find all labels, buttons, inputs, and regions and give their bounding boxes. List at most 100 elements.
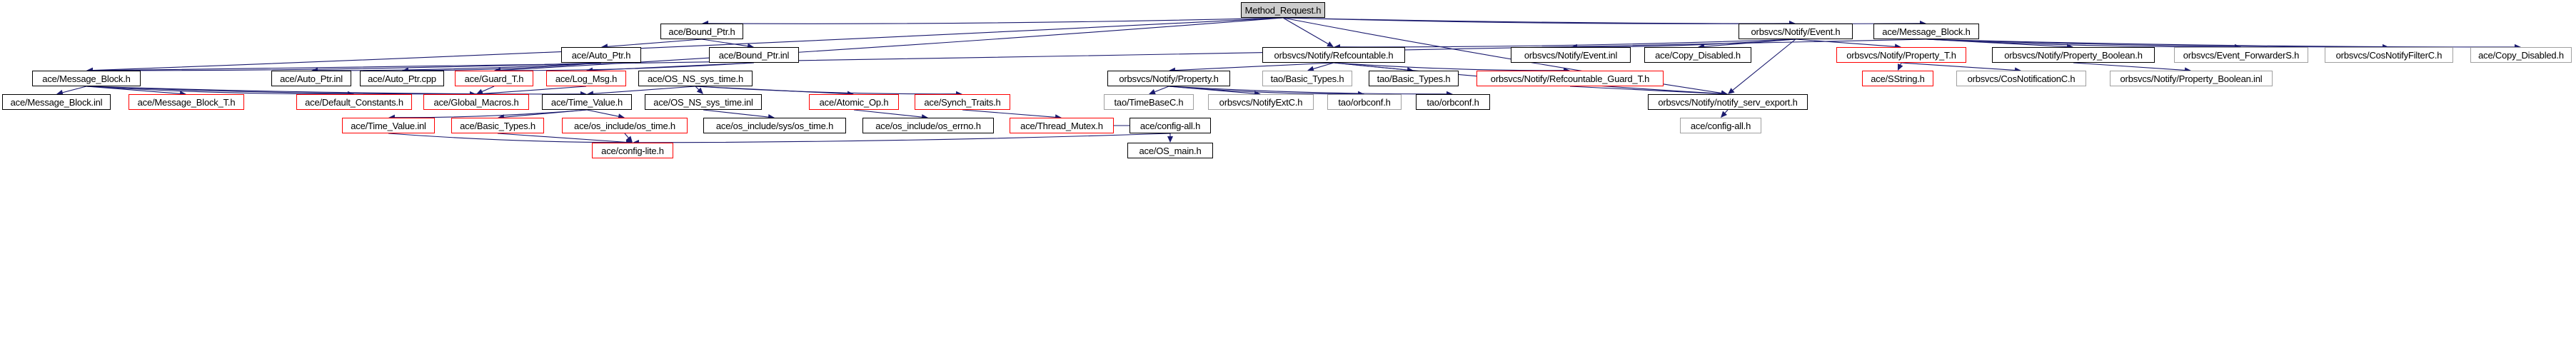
graph-node-label: ace/config-all.h (1690, 120, 1751, 131)
graph-node[interactable]: ace/Message_Block.h (32, 71, 141, 86)
graph-node[interactable]: orbsvcs/CosNotifyFilterC.h (2325, 47, 2453, 63)
graph-node[interactable]: ace/os_include/os_time.h (562, 118, 688, 133)
graph-node[interactable]: tao/orbconf.h (1327, 94, 1402, 110)
graph-node[interactable]: orbsvcs/Notify/Property_Boolean.h (1992, 47, 2155, 63)
graph-node[interactable]: ace/config-all.h (1129, 118, 1211, 133)
graph-node[interactable]: tao/Basic_Types.h (1262, 71, 1352, 86)
edge-arrowhead (1721, 111, 1728, 118)
graph-node[interactable]: tao/orbconf.h (1416, 94, 1490, 110)
graph-node[interactable]: tao/TimeBaseC.h (1104, 94, 1194, 110)
edge-line (853, 109, 922, 118)
edge-line (86, 86, 348, 95)
edge-line (1168, 86, 1447, 95)
graph-node-label: ace/Message_Block_T.h (137, 96, 236, 108)
edge-line (482, 86, 495, 92)
graph-node-label: orbsvcs/Notify/Refcountable_Guard_T.h (1490, 73, 1650, 84)
graph-node[interactable]: orbsvcs/Event_ForwarderS.h (2174, 47, 2308, 63)
edge-line (638, 133, 1171, 143)
graph-node-label: Method_Request.h (1244, 4, 1322, 16)
edge-arrowhead (626, 136, 633, 143)
edge-line (500, 62, 755, 71)
graph-node[interactable]: orbsvcs/Notify/Refcountable.h (1262, 47, 1405, 63)
graph-node[interactable]: ace/Copy_Disabled.h (1644, 47, 1751, 63)
graph-node-label: ace/Message_Block.h (42, 73, 131, 84)
edge-line (1333, 62, 1408, 71)
edge-line (708, 17, 1284, 24)
graph-node[interactable]: ace/Basic_Types.h (451, 118, 544, 133)
graph-node[interactable]: orbsvcs/CosNotificationC.h (1956, 71, 2086, 86)
edge-line (1333, 62, 1564, 71)
graph-node-label: ace/OS_NS_sys_time.h (647, 73, 743, 84)
graph-node-label: tao/orbconf.h (1427, 96, 1479, 108)
graph-node[interactable]: ace/Auto_Ptr.h (561, 47, 641, 63)
graph-node-label: tao/Basic_Types.h (1270, 73, 1344, 84)
graph-node[interactable]: ace/os_include/sys/os_time.h (703, 118, 846, 133)
edge-line (1154, 86, 1169, 93)
edge-line (1926, 39, 2235, 48)
graph-node[interactable]: ace/Global_Macros.h (423, 94, 529, 110)
graph-node[interactable]: tao/Basic_Types.h (1369, 71, 1459, 86)
graph-node[interactable]: ace/Synch_Traits.h (915, 94, 1010, 110)
edge-line (92, 62, 602, 71)
graph-node-label: ace/Auto_Ptr.inl (280, 73, 343, 84)
graph-node-label: orbsvcs/NotifyExtC.h (1219, 96, 1303, 108)
graph-node-label: ace/os_include/os_time.h (574, 120, 675, 131)
graph-node-label: ace/Log_Msg.h (555, 73, 618, 84)
graph-node[interactable]: ace/SString.h (1862, 71, 1933, 86)
edge-line (86, 86, 581, 95)
graph-node[interactable]: orbsvcs/Notify/Event.h (1739, 24, 1853, 39)
graph-node[interactable]: ace/Message_Block_T.h (129, 94, 244, 110)
graph-node[interactable]: ace/OS_NS_sys_time.inl (645, 94, 762, 110)
graph-node[interactable]: ace/Auto_Ptr.cpp (360, 71, 444, 86)
edge-line (1569, 86, 1722, 95)
graph-node-label: orbsvcs/Notify/Property_Boolean.h (2004, 49, 2143, 61)
edge-line (695, 86, 848, 95)
graph-node[interactable]: ace/Log_Msg.h (546, 71, 626, 86)
graph-node-label: orbsvcs/Event_ForwarderS.h (2183, 49, 2300, 61)
graph-node[interactable]: ace/Auto_Ptr.inl (271, 71, 351, 86)
graph-node[interactable]: ace/config-all.h (1680, 118, 1761, 133)
edge-line (1313, 62, 1334, 69)
graph-node[interactable]: ace/Message_Block.h (1873, 24, 1979, 39)
graph-node[interactable]: ace/Thread_Mutex.h (1010, 118, 1114, 133)
graph-node-label: orbsvcs/Notify/Property_T.h (1846, 49, 1956, 61)
graph-node[interactable]: ace/Bound_Ptr.h (660, 24, 743, 39)
graph-node[interactable]: orbsvcs/Notify/notify_serv_export.h (1648, 94, 1808, 110)
graph-node-label: ace/Copy_Disabled.h (2478, 49, 2564, 61)
graph-node[interactable]: ace/os_include/os_errno.h (862, 118, 994, 133)
graph-node[interactable]: ace/Atomic_Op.h (809, 94, 899, 110)
graph-node-label: ace/Message_Block.h (1882, 26, 1971, 37)
graph-node[interactable]: orbsvcs/Notify/Property_Boolean.inl (2110, 71, 2273, 86)
graph-node[interactable]: ace/Time_Value.inl (342, 118, 435, 133)
edge-line (62, 86, 87, 93)
graph-node[interactable]: ace/OS_main.h (1127, 143, 1213, 158)
graph-node[interactable]: ace/Time_Value.h (542, 94, 632, 110)
graph-node[interactable]: orbsvcs/Notify/Property_T.h (1836, 47, 1966, 63)
edge-line (586, 109, 619, 117)
graph-node-label: tao/TimeBaseC.h (1114, 96, 1184, 108)
graph-node[interactable]: ace/Message_Block.inl (2, 94, 111, 110)
graph-node-label: orbsvcs/Notify/Property_Boolean.inl (2120, 73, 2263, 84)
graph-node[interactable]: ace/Guard_T.h (455, 71, 533, 86)
graph-node[interactable]: ace/Default_Constants.h (296, 94, 412, 110)
edge-line (86, 86, 471, 95)
graph-node[interactable]: Method_Request.h (1241, 2, 1325, 18)
graph-node[interactable]: orbsvcs/NotifyExtC.h (1208, 94, 1314, 110)
graph-node[interactable]: ace/Bound_Ptr.inl (709, 47, 799, 63)
graph-node-label: ace/SString.h (1871, 73, 1925, 84)
edge-line (1339, 39, 1796, 48)
edge-arrowhead (1728, 88, 1735, 94)
edge-line (1174, 62, 1334, 71)
graph-node-label: ace/Bound_Ptr.h (668, 26, 735, 37)
graph-node[interactable]: orbsvcs/Notify/Event.inl (1511, 47, 1631, 63)
edge-line (962, 109, 1056, 118)
graph-node[interactable]: ace/Copy_Disabled.h (2470, 47, 2572, 63)
graph-node[interactable]: orbsvcs/Notify/Property.h (1107, 71, 1230, 86)
graph-node[interactable]: orbsvcs/Notify/Refcountable_Guard_T.h (1476, 71, 1664, 86)
graph-node[interactable]: ace/OS_NS_sys_time.h (638, 71, 753, 86)
graph-node-label: ace/Default_Constants.h (305, 96, 403, 108)
graph-node[interactable]: ace/config-lite.h (592, 143, 673, 158)
edge-line (86, 86, 181, 94)
graph-node-label: ace/Atomic_Op.h (819, 96, 889, 108)
graph-node-label: tao/Basic_Types.h (1377, 73, 1451, 84)
